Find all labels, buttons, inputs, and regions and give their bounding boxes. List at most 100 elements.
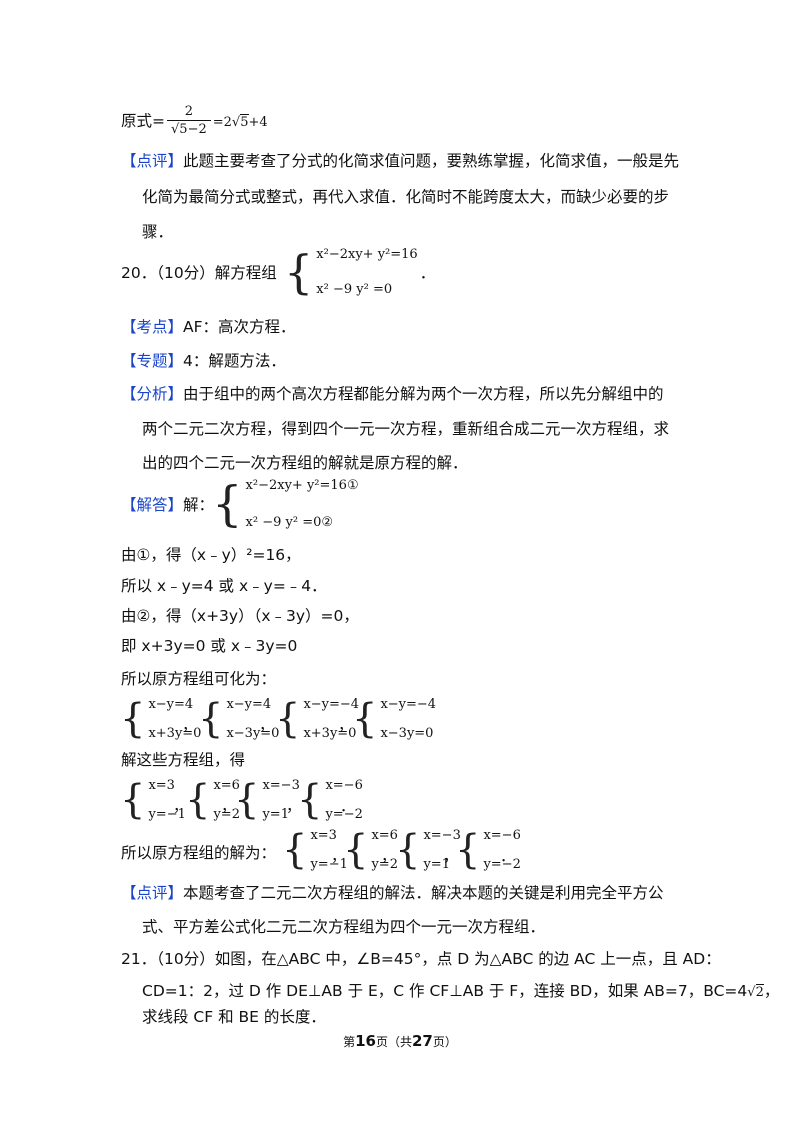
step-6: 解这些方程组，得 bbox=[121, 751, 246, 769]
separator: ， bbox=[443, 847, 459, 865]
left-brace: { bbox=[343, 827, 369, 873]
system-a1: { x−y=4 x+3y=0 bbox=[120, 696, 202, 742]
system-b4: { x=−6 y=−2 bbox=[297, 777, 363, 823]
left-brace: { bbox=[212, 476, 243, 532]
system-eq-2: x+3y=0 bbox=[148, 726, 202, 741]
system-rows: x−y=−4 x+3y=0 bbox=[303, 697, 359, 741]
system-eq-1: x−y=4 bbox=[226, 697, 272, 712]
separator: ， bbox=[173, 797, 189, 815]
solution-y: y=1 bbox=[423, 857, 450, 872]
system-eq-1: x−y=−4 bbox=[380, 697, 437, 712]
separator: ， bbox=[381, 847, 397, 865]
step-1: 由①，得（x﹣y）²=16， bbox=[121, 546, 301, 564]
system-eq-2: x−3y=0 bbox=[226, 726, 280, 741]
jieda-jie: 解： bbox=[183, 496, 215, 514]
q21-line3: 求线段 CF 和 BE 的长度． bbox=[142, 1008, 326, 1026]
footer-post: 页） bbox=[432, 1035, 457, 1049]
fenxi-text1: 由于组中的两个高次方程都能分解为两个一次方程，所以先分解组中的 bbox=[183, 385, 664, 403]
system-eq-1: x−y=4 bbox=[148, 697, 194, 712]
system-eq-1: x−y=−4 bbox=[303, 697, 360, 712]
sqrt: √2 bbox=[747, 984, 764, 1000]
system-eq-1: x²−2xy+ y²=16① bbox=[245, 478, 359, 493]
left-brace: { bbox=[120, 777, 146, 823]
system-rows: x²−2xy+ y²=16 x² −9 y² =0 bbox=[316, 247, 417, 297]
fenxi-tag: 【分析】 bbox=[121, 385, 184, 403]
q21-line1: 21．（10分）如图，在△ABC 中，∠B=45°，点 D 为△ABC 的边 A… bbox=[121, 950, 721, 968]
system-eq-2: x² −9 y² =0② bbox=[245, 515, 334, 530]
system-eq-2: x−3y=0 bbox=[380, 726, 434, 741]
left-brace: { bbox=[282, 827, 308, 873]
fenxi-line1: 【分析】由于组中的两个高次方程都能分解为两个一次方程，所以先分解组中的 bbox=[121, 383, 664, 405]
dianping2-line2: 式、平方差公式化二元二次方程组为四个一元一次方程组． bbox=[142, 918, 546, 936]
system-c1: { x=3 y=−1 bbox=[282, 827, 348, 873]
system-eq-1: x²−2xy+ y²=16 bbox=[316, 247, 418, 262]
solution-y: y=2 bbox=[213, 807, 240, 822]
dianping1-line1: 【点评】此题主要考查了分式的化简求值问题，要熟练掌握，化简求值，一般是先 bbox=[121, 150, 679, 172]
yuanshi-line: 原式= 2√5−2=2√5+4 bbox=[121, 104, 268, 139]
page-footer: 第16页（共27页） bbox=[0, 1032, 800, 1050]
sqrt-radicand: 5 bbox=[179, 122, 188, 137]
left-brace: { bbox=[120, 696, 146, 742]
q21-line2: CD=1：2，过 D 作 DE⊥AB 于 E，C 作 CF⊥AB 于 F，连接 … bbox=[142, 980, 779, 1004]
left-brace: { bbox=[234, 777, 260, 823]
solution-y: y=−1 bbox=[148, 807, 186, 822]
solution-x: x=−3 bbox=[262, 778, 300, 793]
jieda-line: 【解答】解： bbox=[121, 494, 214, 516]
step-5: 所以原方程组可化为： bbox=[121, 670, 277, 688]
separator: ， bbox=[331, 847, 347, 865]
left-brace: { bbox=[275, 696, 301, 742]
solution-x: x=−3 bbox=[423, 828, 461, 843]
page-total: 27 bbox=[412, 1032, 433, 1050]
sqrt: √5 bbox=[231, 114, 249, 130]
solution-y: y=2 bbox=[371, 857, 398, 872]
dianping1-line3: 骤． bbox=[142, 223, 174, 241]
fenxi-line3: 出的四个二元一次方程组的解就是原方程的解． bbox=[142, 454, 468, 472]
system-rows: x−y=4 x−3y=0 bbox=[226, 697, 279, 741]
separator: ， bbox=[338, 716, 354, 734]
fraction-denominator: √5−2 bbox=[167, 120, 211, 139]
plus-four: +4 bbox=[248, 115, 268, 130]
system-eq-2: x+3y=0 bbox=[303, 726, 357, 741]
footer-mid: 页（共 bbox=[375, 1035, 412, 1049]
solution-y: y=−2 bbox=[325, 807, 363, 822]
dianping-tag: 【点评】 bbox=[121, 884, 184, 902]
left-brace: { bbox=[297, 777, 323, 823]
zhuanti-text: 4：解题方法． bbox=[183, 352, 286, 370]
system-rows: x²−2xy+ y²=16① x² −9 y² =0② bbox=[246, 478, 359, 530]
system-a3: { x−y=−4 x+3y=0 bbox=[275, 696, 359, 742]
system-rows: x=−6 y=−2 bbox=[325, 778, 362, 822]
solution-y: y=−2 bbox=[483, 857, 521, 872]
separator: ， bbox=[259, 716, 275, 734]
kaodian-line: 【考点】AF：高次方程． bbox=[121, 316, 296, 338]
left-brace: { bbox=[284, 245, 314, 299]
system-rows: x=3 y=−1 bbox=[310, 828, 347, 872]
separator: ， bbox=[286, 797, 302, 815]
fenxi-line2: 两个二元二次方程，得到四个一元一次方程，重新组合成二元一次方程组，求 bbox=[142, 420, 670, 438]
den-minus: −2 bbox=[187, 122, 207, 137]
solution-y: y=−1 bbox=[310, 857, 348, 872]
separator: ， bbox=[221, 797, 237, 815]
q21-text2: CD=1：2，过 D 作 DE⊥AB 于 E，C 作 CF⊥AB 于 F，连接 … bbox=[142, 982, 748, 1000]
q20-end: ． bbox=[419, 264, 436, 282]
q20-label: 20．（10分）解方程组 bbox=[121, 264, 277, 282]
dianping2-text1: 本题考查了二元二次方程组的解法．解决本题的关键是利用完全平方公 bbox=[183, 884, 664, 902]
q20-system: { x²−2xy+ y²=16 x² −9 y² =0 ． bbox=[284, 245, 436, 299]
sqrt-radicand: 2 bbox=[755, 984, 764, 1000]
equals: =2 bbox=[212, 115, 232, 130]
dianping2-line1: 【点评】本题考查了二元二次方程组的解法．解决本题的关键是利用完全平方公 bbox=[121, 882, 664, 904]
solution-x: x=3 bbox=[310, 828, 337, 843]
fraction-numerator: 2 bbox=[184, 104, 194, 119]
page-number: 16 bbox=[355, 1032, 376, 1050]
system-eq-2: x² −9 y² =0 bbox=[316, 282, 393, 297]
zhuanti-line: 【专题】4：解题方法． bbox=[121, 350, 286, 372]
yuanshi-prefix: 原式= bbox=[121, 112, 165, 130]
dianping1-text1: 此题主要考查了分式的化简求值问题，要熟练掌握，化简求值，一般是先 bbox=[183, 152, 680, 170]
solution-x: x=−6 bbox=[325, 778, 363, 793]
left-brace: { bbox=[198, 696, 224, 742]
